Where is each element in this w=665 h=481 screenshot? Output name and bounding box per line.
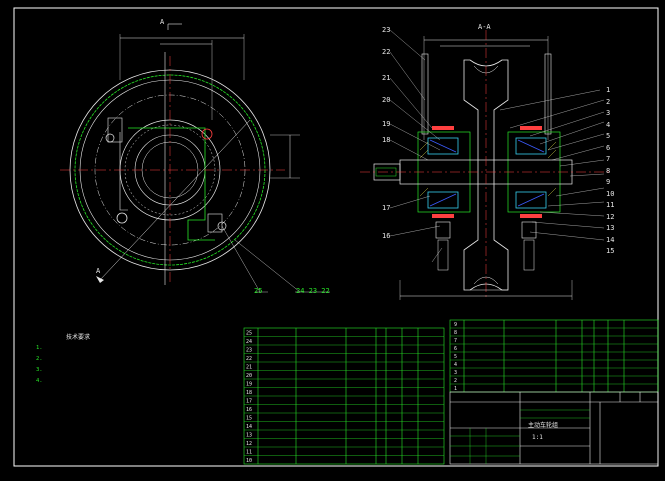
bom-left-row-number: 17 bbox=[246, 399, 252, 405]
bom-left-row-number: 13 bbox=[246, 433, 252, 439]
section-leader-label-right: 13 bbox=[606, 224, 615, 232]
bom-left-row-number: 22 bbox=[246, 356, 252, 362]
bom-left-row-number: 15 bbox=[246, 416, 252, 422]
bom-right-row-number: 9 bbox=[454, 322, 457, 328]
leader-label-25: 25 bbox=[254, 287, 263, 295]
notes-title: 技术要求 bbox=[66, 334, 91, 341]
section-leader-label-right: 5 bbox=[606, 132, 611, 140]
drawing-frame bbox=[13, 7, 659, 467]
section-leader-label-left: 20 bbox=[382, 96, 391, 104]
section-leader-label-right: 11 bbox=[606, 201, 615, 209]
bom-right-row-number: 7 bbox=[454, 338, 457, 344]
section-leader-label-right: 7 bbox=[606, 155, 611, 163]
bom-right-row-number: 6 bbox=[454, 346, 457, 352]
section-leader-label-left: 21 bbox=[382, 74, 391, 82]
leader-label-24-23-22: 24 23 22 bbox=[296, 287, 330, 295]
section-leader-label-right: 4 bbox=[606, 120, 611, 129]
title-block bbox=[449, 391, 659, 465]
section-leader-label-right: 14 bbox=[606, 235, 615, 244]
note-item-1: 1. bbox=[36, 345, 43, 351]
bom-right-row-number: 5 bbox=[454, 354, 457, 360]
bom-right-rows: 9 8 7 6 5 4 3 2 1 bbox=[450, 322, 658, 392]
section-leader-label-left: 18 bbox=[382, 136, 391, 144]
section-leader-label-right: 3 bbox=[606, 109, 611, 117]
section-leader-label-left: 23 bbox=[382, 26, 391, 34]
bom-left-row-number: 24 bbox=[246, 339, 252, 345]
section-leader-label-right: 15 bbox=[606, 247, 615, 255]
bom-left-row-number: 10 bbox=[246, 458, 252, 464]
section-leader-label-left: 16 bbox=[382, 232, 391, 240]
bom-right-row-number: 3 bbox=[454, 370, 457, 376]
note-item-4: 4. bbox=[36, 378, 43, 384]
bom-left-row-number: 21 bbox=[246, 365, 252, 371]
front-view bbox=[60, 23, 330, 293]
bom-right-row-number: 4 bbox=[454, 362, 457, 368]
bom-left-rows: 25 24 23 22 21 20 19 18 17 16 15 14 13 12 11 10 bbox=[244, 331, 444, 464]
section-leader-label-left: 19 bbox=[382, 120, 391, 128]
section-leader-label-right: 12 bbox=[606, 212, 615, 221]
section-leader-label-right: 1 bbox=[606, 86, 611, 94]
title-block-scale: 1:1 bbox=[532, 434, 543, 441]
bom-right-row-number: 8 bbox=[454, 330, 457, 336]
section-label-left: A bbox=[160, 18, 165, 26]
note-item-3: 3. bbox=[36, 367, 43, 373]
title-block-grid bbox=[450, 409, 590, 464]
bom-right-row-number: 2 bbox=[454, 378, 457, 384]
bom-left-row-number: 19 bbox=[246, 382, 252, 388]
bom-right-table bbox=[449, 319, 659, 393]
section-leader-label-left: 22 bbox=[382, 48, 391, 56]
section-leader-label-left: 17 bbox=[382, 204, 391, 212]
note-item-2: 2. bbox=[36, 356, 43, 362]
bom-left-row-number: 16 bbox=[246, 407, 252, 413]
section-leader-label-right: 6 bbox=[606, 143, 611, 152]
arrow-label: A bbox=[96, 267, 101, 275]
section-leader-label-right: 8 bbox=[606, 166, 611, 175]
section-leader-label-right: 2 bbox=[606, 97, 611, 106]
bom-left-row-number: 12 bbox=[246, 441, 252, 447]
title-block-name: 主动车轮组 bbox=[528, 422, 559, 429]
section-leader-label-right: 9 bbox=[606, 178, 611, 186]
bom-right-row-number: 1 bbox=[454, 386, 457, 392]
bom-left-row-number: 18 bbox=[246, 390, 252, 396]
bom-left-row-number: 20 bbox=[246, 373, 252, 379]
technical-notes: 技术要求 1. 2. 3. 4. bbox=[36, 332, 236, 387]
bom-left-row-number: 14 bbox=[246, 424, 252, 430]
section-label-right: A-A bbox=[478, 23, 491, 31]
section-leader-label-right: 10 bbox=[606, 189, 615, 198]
section-view bbox=[360, 29, 610, 300]
bom-left-row-number: 23 bbox=[246, 348, 252, 354]
bom-left-row-number: 25 bbox=[246, 331, 252, 337]
bom-left-row-number: 11 bbox=[246, 450, 252, 456]
